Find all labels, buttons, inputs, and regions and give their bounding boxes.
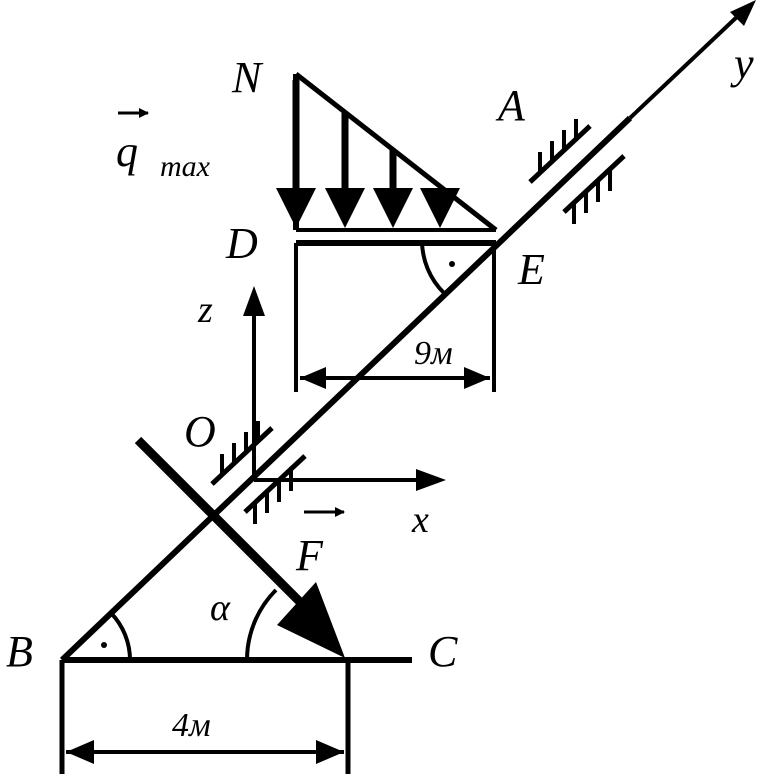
label-q-sub: max: [160, 150, 211, 183]
support-o: [210, 421, 307, 524]
force-f-shaft: [134, 436, 304, 606]
label-d: D: [225, 219, 258, 268]
dim-bc-arrow-left: [66, 740, 94, 764]
angle-b-dot: [101, 642, 107, 648]
force-f-arrowhead: [277, 582, 345, 658]
label-y: y: [730, 39, 754, 88]
dim-de-arrow-right: [464, 367, 490, 389]
load-arrows: [276, 80, 460, 228]
label-b: B: [6, 627, 33, 676]
dim-bc-arrow-right: [316, 740, 344, 764]
label-x: x: [411, 499, 429, 541]
angle-e-dot: [449, 261, 455, 267]
label-o: O: [184, 407, 216, 456]
y-axis-arrowhead: [730, 0, 756, 26]
label-q: q: [116, 127, 138, 176]
inclined-beam: [59, 115, 633, 663]
z-axis-arrowhead: [243, 286, 265, 316]
support-a: [528, 119, 626, 224]
angle-e-arc: [419, 239, 446, 295]
angle-alpha-arc: [245, 588, 278, 661]
label-n: N: [231, 53, 264, 102]
angle-b-arc: [109, 611, 132, 661]
label-e: E: [517, 245, 545, 294]
label-dim-bc: 4м: [172, 707, 211, 744]
x-axis-arrowhead: [416, 469, 446, 491]
dim-de-arrow-left: [300, 367, 326, 389]
y-axis-line: [628, 12, 742, 120]
label-f: F: [295, 531, 324, 580]
label-dim-de: 9м: [414, 335, 453, 372]
label-a: A: [495, 81, 526, 130]
label-alpha: α: [210, 587, 231, 629]
label-c: C: [428, 627, 458, 676]
label-z: z: [197, 289, 213, 331]
